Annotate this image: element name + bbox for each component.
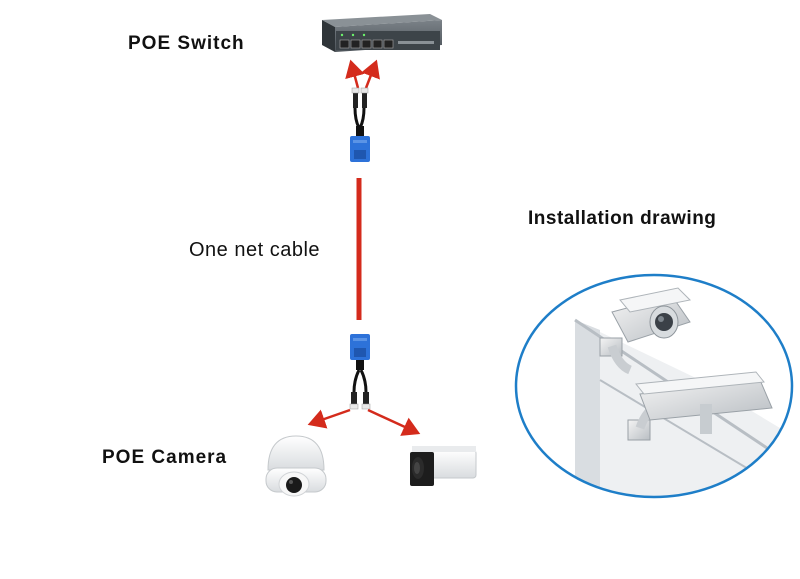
arrow-to-switch-right [361,59,380,89]
arrow-to-switch-left [345,59,365,89]
bullet-camera-icon [410,446,477,486]
arrow-to-bullet-camera [367,408,421,436]
installation-drawing-title: Installation drawing [528,208,717,229]
poe-camera-label: POE Camera [102,447,228,468]
poe-switch-label: POE Switch [128,33,245,54]
poe-splitter-top-icon [350,87,370,162]
dome-camera-icon [265,435,327,497]
poe-splitter-bottom-icon [349,334,371,410]
poe-switch-icon [322,14,442,52]
installation-photo [514,273,794,499]
installation-circle-border [514,273,794,499]
arrow-to-dome-camera [307,408,351,429]
net-cable-label: One net cable [189,239,321,261]
